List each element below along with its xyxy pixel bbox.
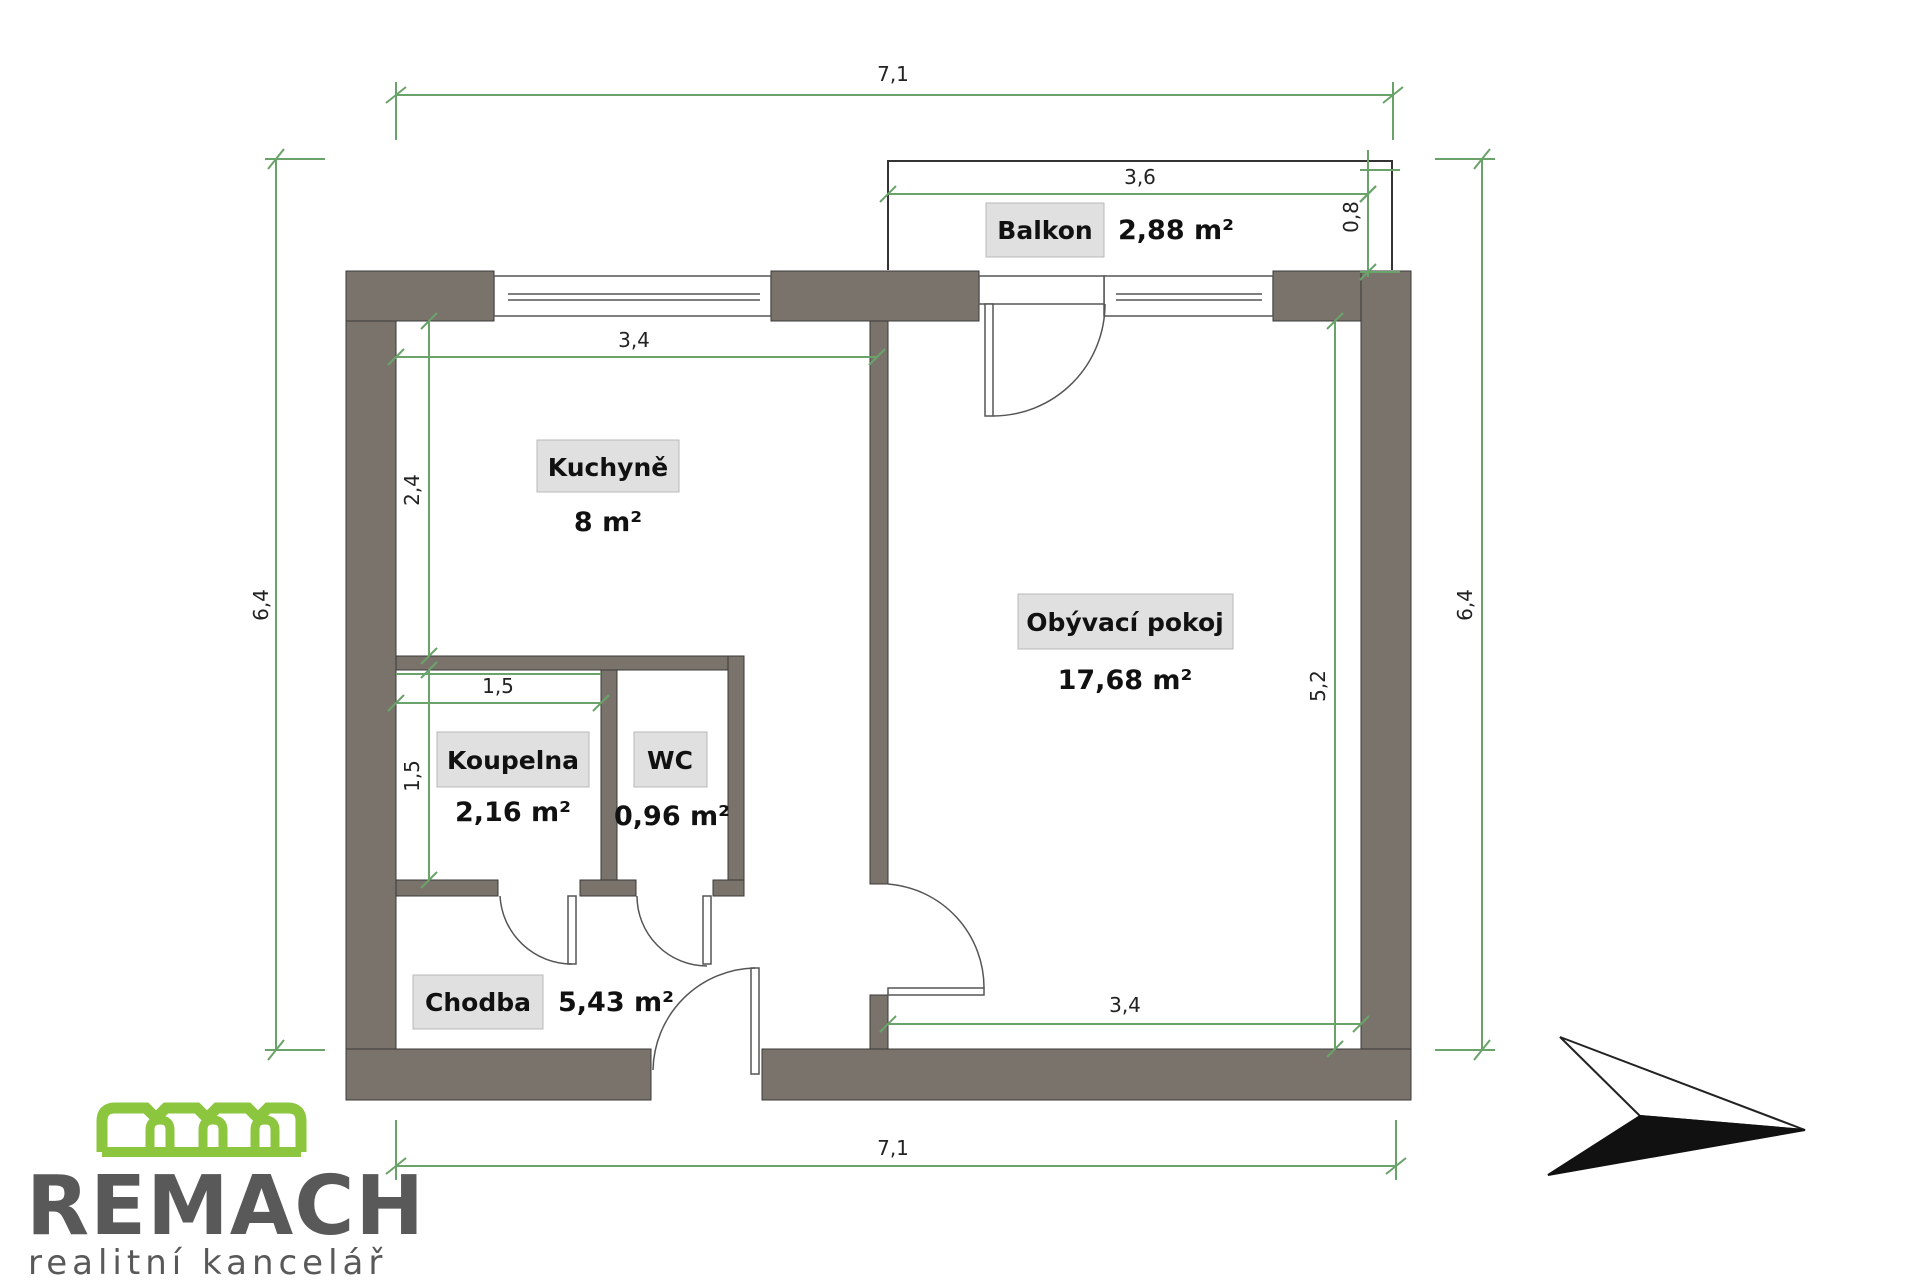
logo-houses-icon xyxy=(96,1102,307,1157)
wall-bath-top xyxy=(395,655,745,671)
wall-top-2 xyxy=(770,270,980,322)
balcony-area: 2,88 m² xyxy=(1118,215,1234,246)
room-labels: Balkon 2,88 m² Kuchyně 8 m² Obývací poko… xyxy=(412,202,1234,1030)
bathroom-door-swing xyxy=(499,895,573,965)
hallway-area: 5,43 m² xyxy=(558,987,674,1018)
wall-bottom-2 xyxy=(761,1048,1412,1101)
bathroom-area: 2,16 m² xyxy=(455,797,571,828)
dim-left-height: 6,4 xyxy=(249,589,273,621)
wc-door-swing xyxy=(636,895,708,967)
dimension-lines xyxy=(265,82,1495,1180)
company-logo: REMACH realitní kancelář xyxy=(26,1102,425,1280)
living-door-swing xyxy=(887,883,985,989)
living-name: Obývací pokoj xyxy=(1026,608,1223,637)
balcony xyxy=(887,160,1393,270)
balcony-door-swing xyxy=(992,303,1106,417)
dim-balcony-depth: 0,8 xyxy=(1339,201,1363,233)
walls xyxy=(345,270,1412,1101)
window-living xyxy=(1103,275,1274,317)
wall-bath-bottom-3 xyxy=(712,879,745,897)
entrance-door-swing xyxy=(652,967,756,1071)
dim-bathroom-width: 1,5 xyxy=(482,674,514,698)
wall-top-1 xyxy=(345,270,495,322)
bathroom-name: Koupelna xyxy=(447,746,579,775)
balcony-name: Balkon xyxy=(997,216,1092,245)
wc-door-leaf xyxy=(702,895,712,965)
wc-name: WC xyxy=(647,746,693,775)
balcony-label-box xyxy=(985,202,1105,258)
kitchen-name: Kuchyně xyxy=(548,453,668,482)
wall-right xyxy=(1360,270,1412,1101)
bathroom-label-box xyxy=(436,731,590,788)
logo-name: REMACH xyxy=(26,1159,425,1254)
wall-bath-bottom-1 xyxy=(395,879,499,897)
wall-bottom-1 xyxy=(345,1048,652,1101)
dim-kitchen-width: 3,4 xyxy=(618,328,650,352)
wc-label-box xyxy=(633,731,708,788)
balcony-door-leaf xyxy=(984,303,994,417)
entrance-door-leaf xyxy=(750,967,760,1075)
balcony-outline xyxy=(887,160,1393,270)
hallway-name: Chodba xyxy=(425,988,531,1017)
kitchen-label-box xyxy=(536,439,680,493)
wall-bath-bottom-2 xyxy=(579,879,637,897)
dim-bottom-total: 7,1 xyxy=(877,1136,909,1160)
wall-partition-lower xyxy=(869,994,889,1050)
balcony-door-frame xyxy=(978,275,1105,305)
windows xyxy=(493,275,1274,317)
bathroom-door-leaf xyxy=(567,895,577,965)
kitchen-area: 8 m² xyxy=(574,507,642,538)
living-label-box xyxy=(1017,593,1234,650)
wall-bath-wc-divider xyxy=(600,669,618,897)
hallway-label-box xyxy=(412,974,544,1030)
dimension-labels: 7,1 7,1 6,4 6,4 3,6 0,8 3,4 2,4 3,4 5,2 … xyxy=(249,62,1477,1160)
living-door-leaf xyxy=(887,987,985,996)
living-area: 17,68 m² xyxy=(1058,665,1193,696)
dim-kitchen-height: 2,4 xyxy=(400,474,424,506)
wall-wc-right xyxy=(727,655,745,897)
wc-area: 0,96 m² xyxy=(614,801,730,832)
north-arrow-icon xyxy=(1547,1036,1806,1176)
window-kitchen xyxy=(493,275,772,317)
dim-right-height: 6,4 xyxy=(1453,589,1477,621)
wall-partition-upper xyxy=(869,320,889,885)
doors xyxy=(499,303,1106,1075)
dim-living-width: 3,4 xyxy=(1109,993,1141,1017)
dim-bathroom-height: 1,5 xyxy=(400,760,424,792)
dim-balcony-width: 3,6 xyxy=(1124,165,1156,189)
dim-living-height: 5,2 xyxy=(1306,670,1330,702)
dim-top-total: 7,1 xyxy=(877,62,909,86)
logo-tagline: realitní kancelář xyxy=(28,1243,387,1280)
wall-left xyxy=(345,270,397,1101)
